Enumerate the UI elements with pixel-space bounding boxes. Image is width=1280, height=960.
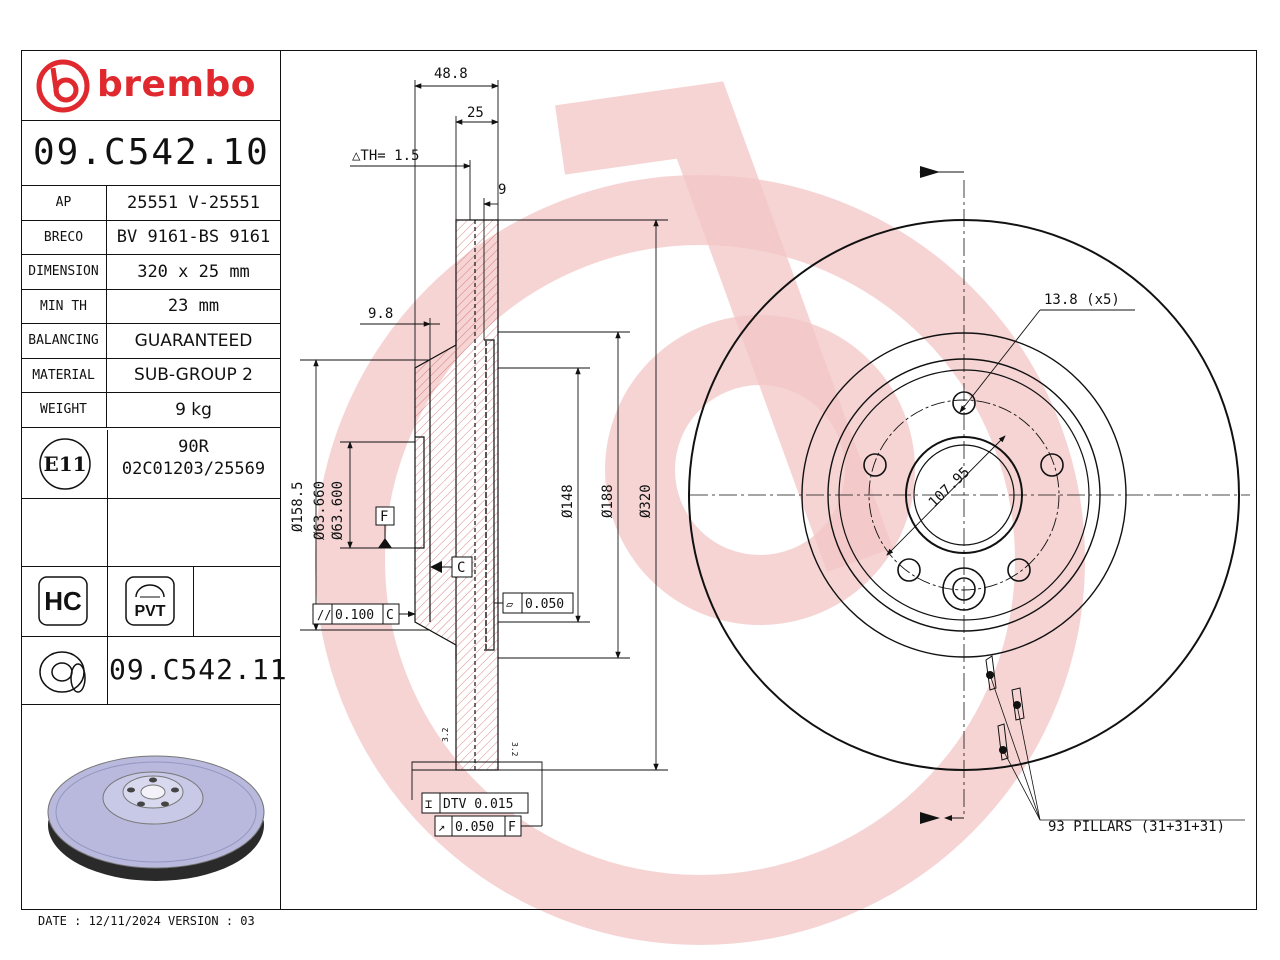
- section-view: [414, 219, 499, 771]
- hc-badge-icon: HC: [38, 576, 88, 626]
- svg-text:107.95: 107.95: [926, 464, 973, 511]
- svg-text:9.8: 9.8: [368, 306, 393, 322]
- svg-text:Ø188: Ø188: [600, 484, 616, 518]
- svg-text:↗: ↗: [438, 820, 445, 834]
- svg-text:⌶: ⌶: [425, 797, 432, 811]
- svg-text:Ø63.600: Ø63.600: [330, 481, 346, 540]
- svg-text:F: F: [508, 820, 516, 835]
- alternate-part-number: 09.C542.11: [109, 653, 288, 686]
- drawing-frame: [21, 50, 1257, 910]
- disc-render-image: [47, 755, 265, 881]
- svg-text:3.2: 3.2: [510, 742, 519, 757]
- svg-text:48.8: 48.8: [434, 66, 468, 82]
- svg-text:93 PILLARS (31+31+31): 93 PILLARS (31+31+31): [1048, 819, 1225, 835]
- svg-text:0.050: 0.050: [455, 820, 494, 835]
- svg-text:C: C: [457, 560, 465, 576]
- svg-text://: //: [317, 608, 331, 622]
- homologation-row: E11 90R 02C01203/25569: [21, 430, 280, 499]
- svg-text:F: F: [380, 509, 388, 525]
- homologation-line1: 90R: [178, 437, 209, 457]
- svg-text:Ø320: Ø320: [638, 484, 654, 518]
- svg-text:PVT: PVT: [134, 603, 165, 620]
- svg-text:Ø158.5: Ø158.5: [290, 481, 306, 532]
- svg-text:25: 25: [467, 105, 484, 121]
- e11-mark-icon: E11: [39, 438, 91, 490]
- svg-text:E11: E11: [43, 452, 86, 476]
- brand-name: brembo: [97, 64, 256, 105]
- svg-text:3.2: 3.2: [441, 727, 450, 742]
- coated-disc-icon: [39, 651, 86, 693]
- svg-text:Ø148: Ø148: [560, 484, 576, 518]
- svg-text:0.050: 0.050: [525, 597, 564, 612]
- footer-date-version: DATE : 12/11/2024 VERSION : 03: [38, 914, 255, 928]
- svg-text:HC: HC: [44, 586, 82, 616]
- svg-text:△TH= 1.5: △TH= 1.5: [352, 148, 419, 164]
- pvt-badge-icon: PVT: [125, 576, 175, 626]
- brembo-logo-icon: [36, 59, 90, 113]
- front-view: [688, 169, 1250, 821]
- svg-text:DTV 0.015: DTV 0.015: [443, 797, 513, 812]
- part-number: 09.C542.10: [21, 120, 280, 186]
- svg-text:▱: ▱: [506, 597, 514, 611]
- alternate-part-row: 09.C542.11: [21, 636, 287, 705]
- svg-text:Ø63.660: Ø63.660: [312, 481, 328, 540]
- svg-text:13.8 (x5): 13.8 (x5): [1044, 292, 1120, 308]
- svg-text:0.100: 0.100: [335, 608, 374, 623]
- svg-text:C: C: [386, 608, 394, 623]
- feature-badges: HC PVT: [21, 566, 280, 637]
- homologation-line2: 02C01203/25569: [121, 459, 266, 479]
- svg-text:9: 9: [498, 182, 506, 198]
- brand-logo: brembo: [21, 50, 280, 121]
